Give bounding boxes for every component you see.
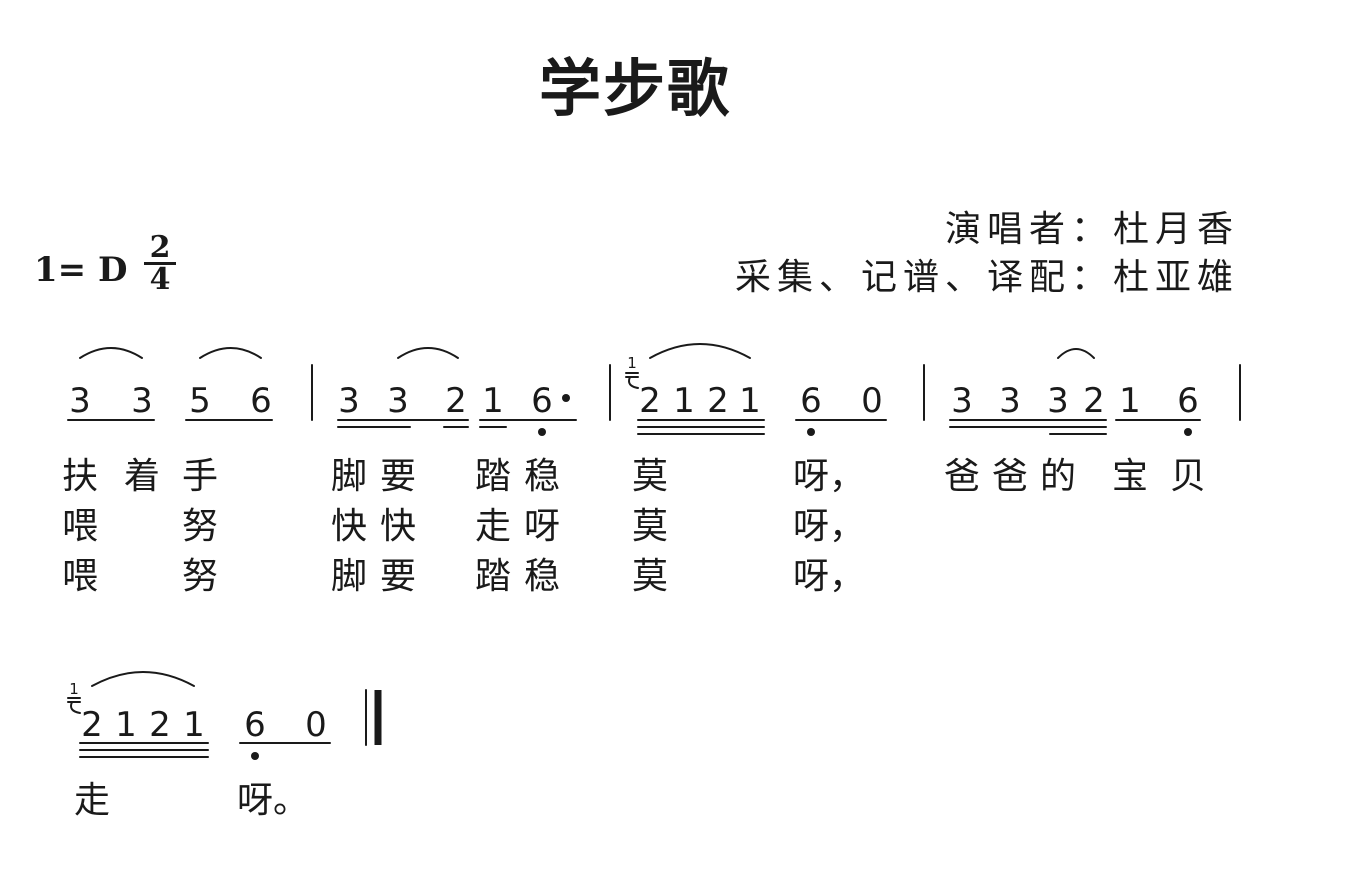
note: 6	[531, 381, 553, 421]
time-signature-denominator: 4	[149, 262, 171, 297]
slur	[91, 671, 195, 687]
note: 1	[115, 705, 137, 745]
time-signature: 2 4	[142, 230, 178, 297]
lyric-char: 脚	[331, 556, 367, 597]
note: 3	[1047, 381, 1069, 421]
lyric-char: 稳	[524, 456, 560, 497]
note: 0	[305, 705, 327, 745]
slur	[199, 347, 262, 359]
lyric-char: 爸	[992, 456, 1028, 497]
low-octave-dot	[538, 428, 546, 436]
grace-note: 1	[627, 354, 637, 372]
lyric-char: 要	[380, 556, 416, 597]
arranger-credit: 采集、记谱、译配：杜亚雄	[734, 257, 1239, 298]
lyric-char: 踏	[475, 456, 511, 497]
slur	[79, 347, 143, 359]
lyric-char: 脚	[331, 456, 367, 497]
lyric-char: 快	[331, 506, 367, 547]
note: 2	[81, 705, 103, 745]
note: 6	[244, 705, 266, 745]
song-title: 学步歌	[538, 52, 731, 125]
note: 1	[1119, 381, 1141, 421]
lyric-char: 手	[182, 456, 218, 497]
time-signature-divider	[144, 262, 176, 265]
key-signature: 1= D	[34, 250, 128, 290]
lyric-char: 走	[74, 780, 110, 821]
note: 6	[800, 381, 822, 421]
lyric-char: 的	[1040, 456, 1076, 497]
lyric-char: 宝	[1112, 456, 1148, 497]
note: 2	[707, 381, 729, 421]
lyric-char: 快	[380, 506, 416, 547]
note: 1	[673, 381, 695, 421]
low-octave-dot	[251, 752, 259, 760]
note: 6	[250, 381, 272, 421]
lyric-char: 贝	[1170, 456, 1206, 497]
lyric-char: 踏	[475, 556, 511, 597]
low-octave-dot	[1184, 428, 1192, 436]
lyric-char: 着	[124, 456, 160, 497]
lyric-char: 要	[380, 456, 416, 497]
note: 3	[338, 381, 360, 421]
low-octave-dot	[807, 428, 815, 436]
lyric-char: 走	[475, 506, 511, 547]
note: 3	[999, 381, 1021, 421]
note: 1	[183, 705, 205, 745]
measure-4	[949, 348, 1201, 435]
performer-credit: 演唱者：杜月香	[944, 209, 1239, 250]
lyric-char: 莫	[632, 506, 668, 547]
lyrics-verse-3: 喂 努 脚 要 踏 稳 莫 呀，	[62, 556, 865, 597]
lyrics-verse-1-line-2: 走 呀。	[74, 780, 309, 821]
note: 5	[189, 381, 211, 421]
note: 3	[951, 381, 973, 421]
lyric-char: 努	[182, 506, 218, 547]
lyric-char: 喂	[62, 556, 98, 597]
note: 2	[445, 381, 467, 421]
note: 3	[69, 381, 91, 421]
lyric-char: 莫	[632, 556, 668, 597]
measure-5	[67, 671, 331, 758]
note: 2	[149, 705, 171, 745]
augmentation-dot	[562, 394, 570, 402]
note: 2	[639, 381, 661, 421]
measure-3	[625, 343, 887, 435]
lyric-char: 呀	[524, 506, 560, 547]
note: 3	[387, 381, 409, 421]
note: 0	[861, 381, 883, 421]
lyric-char: 呀。	[237, 780, 309, 821]
grace-slur	[628, 376, 639, 389]
slur	[397, 347, 459, 359]
time-signature-numerator: 2	[149, 230, 171, 265]
lyric-char: 扶	[62, 456, 98, 497]
lyric-char: 喂	[62, 506, 98, 547]
slur	[1057, 348, 1095, 359]
lyric-char: 稳	[524, 556, 560, 597]
grace-slur	[70, 701, 81, 714]
lyric-char: 莫	[632, 456, 668, 497]
lyrics-verse-1: 扶 着 手 脚 要 踏 稳 莫 呀， 爸 爸 的 宝 贝	[62, 456, 1206, 497]
lyric-char: 呀，	[793, 456, 865, 497]
measure-1	[67, 347, 273, 421]
note: 1	[739, 381, 761, 421]
note: 3	[131, 381, 153, 421]
lyric-char: 呀，	[793, 506, 865, 547]
note: 1	[482, 381, 504, 421]
lyric-char: 爸	[944, 456, 980, 497]
note: 2	[1083, 381, 1105, 421]
measure-2	[337, 347, 577, 428]
lyric-char: 呀，	[793, 556, 865, 597]
lyric-char: 努	[182, 556, 218, 597]
slur	[649, 343, 751, 359]
grace-note: 1	[69, 680, 79, 698]
lyrics-verse-2: 喂 努 快 快 走 呀 莫 呀，	[62, 506, 865, 547]
note: 6	[1177, 381, 1199, 421]
